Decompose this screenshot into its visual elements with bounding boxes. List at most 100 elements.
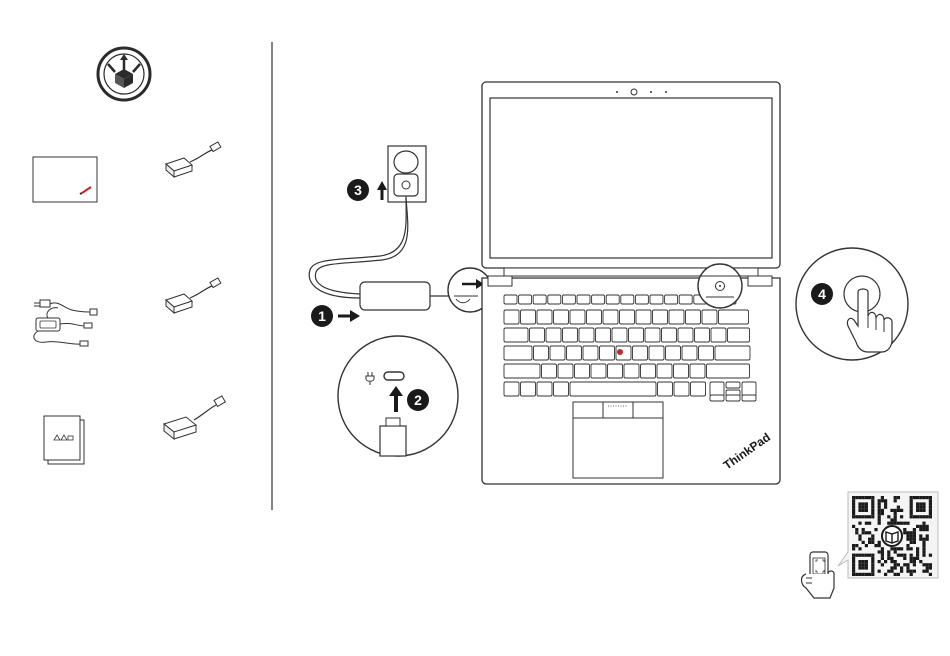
qr-module (852, 496, 855, 499)
qr-module (897, 547, 900, 550)
qr-module (922, 522, 925, 525)
qr-module (910, 538, 913, 541)
qr-module (858, 573, 861, 576)
keyboard-key (674, 364, 689, 378)
keyboard-key (600, 346, 615, 360)
laptop: ThinkPad (482, 82, 780, 484)
qr-module (887, 557, 890, 560)
adapter-dongle-icon (166, 278, 221, 313)
keyboard-key (596, 328, 611, 342)
qr-module (919, 528, 922, 531)
qr-module (858, 515, 861, 518)
qr-module (852, 525, 855, 528)
qr-module (862, 560, 865, 563)
qr-module (910, 557, 913, 560)
qr-module (881, 496, 884, 499)
qr-module (910, 506, 913, 509)
keyboard-key (519, 295, 532, 304)
qr-module (884, 560, 887, 563)
qr-module (858, 502, 861, 505)
qr-module (852, 560, 855, 563)
qr-module (852, 515, 855, 518)
qr-module (929, 515, 932, 518)
keyboard-key (728, 328, 750, 342)
qr-module (926, 538, 929, 541)
qr-module (900, 547, 903, 550)
qr-module (913, 563, 916, 566)
qr-module (881, 557, 884, 560)
phone-scan-icon (802, 552, 835, 598)
qr-module (916, 515, 919, 518)
power-button-zoom (698, 264, 742, 308)
qr-module (929, 563, 932, 566)
keyboard-key (504, 346, 532, 360)
qr-module (865, 563, 868, 566)
qr-module (865, 506, 868, 509)
keyboard-key (742, 395, 756, 401)
qr-module (906, 531, 909, 534)
power-connection: 1 3 (309, 146, 492, 456)
qr-module (894, 499, 897, 502)
qr-module (897, 509, 900, 512)
qr-module (874, 528, 877, 531)
keyboard-key (579, 328, 594, 342)
qr-module (894, 496, 897, 499)
qr-module (852, 502, 855, 505)
keyboard-key (658, 382, 673, 396)
qr-module (922, 515, 925, 518)
qr-module (871, 560, 874, 563)
manuals-booklet-icon (44, 416, 84, 464)
qr-module (862, 528, 865, 531)
qr-module (881, 554, 884, 557)
keyboard-key (504, 328, 528, 342)
qr-module (871, 554, 874, 557)
qr-module (919, 534, 922, 537)
qr-module (871, 502, 874, 505)
qr-module (865, 554, 868, 557)
keyboard-key (587, 310, 602, 324)
keyboard (504, 295, 756, 401)
qr-module (903, 563, 906, 566)
qr-module (922, 528, 925, 531)
qr-module (929, 496, 932, 499)
qr-module (862, 496, 865, 499)
qr-module (910, 560, 913, 563)
qr-module (897, 563, 900, 566)
qr-module (871, 509, 874, 512)
qr-module (910, 531, 913, 534)
qr-module (855, 544, 858, 547)
step-number: 4 (818, 286, 826, 302)
box-contents-panel (33, 42, 272, 510)
qr-module (903, 557, 906, 560)
qr-module (878, 502, 881, 505)
qr-module (890, 547, 893, 550)
qr-module (897, 554, 900, 557)
step-3-badge: 3 (347, 179, 369, 201)
qr-module (890, 557, 893, 560)
keyboard-key (699, 346, 714, 360)
qr-module (894, 550, 897, 553)
qr-module (894, 518, 897, 521)
qr-module (906, 570, 909, 573)
qr-module (926, 566, 929, 569)
qr-module (871, 563, 874, 566)
keyboard-key (715, 346, 750, 360)
usbc-zoom (338, 336, 458, 456)
qr-module (922, 547, 925, 550)
qr-module (916, 525, 919, 528)
keyboard-key (577, 295, 590, 304)
step-number: 3 (354, 182, 362, 198)
adapter-dongle-icon (164, 396, 225, 439)
adapter-dongle-icon (166, 142, 221, 177)
qr-module (926, 528, 929, 531)
qr-module (900, 509, 903, 512)
qr-module (868, 515, 871, 518)
qr-module (922, 506, 925, 509)
trackpoint (617, 349, 623, 355)
qr-module (894, 512, 897, 515)
qr-module (874, 544, 877, 547)
keyboard-key (650, 295, 663, 304)
qr-module (862, 573, 865, 576)
qr-module (919, 509, 922, 512)
qr-module (884, 506, 887, 509)
